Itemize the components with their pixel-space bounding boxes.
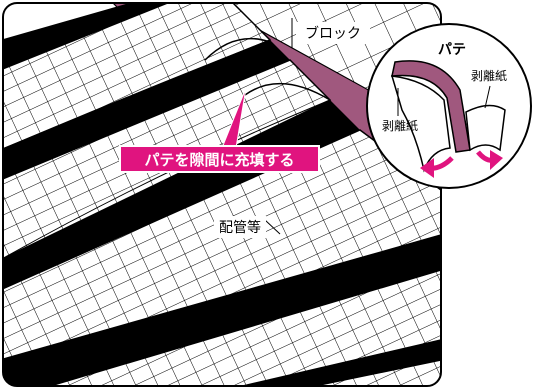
instruction-callout: パテを隙間に充填する <box>119 145 320 173</box>
block-label-group: ブロック <box>291 18 370 48</box>
putty-inset: パテ 剥離紙 剥離紙 <box>366 23 532 189</box>
pipe-5 <box>299 359 441 386</box>
piping-label: 配管等 <box>219 219 261 236</box>
release-paper-right-label: 剥離紙 <box>471 68 507 83</box>
release-paper-right <box>465 104 506 152</box>
piping-label-group: 配管等 <box>214 216 281 238</box>
pipe-1 <box>3 3 272 152</box>
putty-strip <box>391 60 471 153</box>
instruction-label: パテを隙間に充填する <box>144 151 294 169</box>
putty-label: パテ <box>438 42 466 58</box>
pipe-end-cap <box>244 83 331 101</box>
pipe-4 <box>39 268 441 386</box>
peel-arrow-right <box>476 150 503 170</box>
pipe-end-cap <box>204 37 271 61</box>
release-paper-left <box>390 75 451 173</box>
block-label: ブロック <box>305 25 361 42</box>
frame-border <box>2 2 442 387</box>
peel-arrow-left <box>420 156 454 178</box>
release-paper-left-label: 剥離紙 <box>382 118 418 133</box>
